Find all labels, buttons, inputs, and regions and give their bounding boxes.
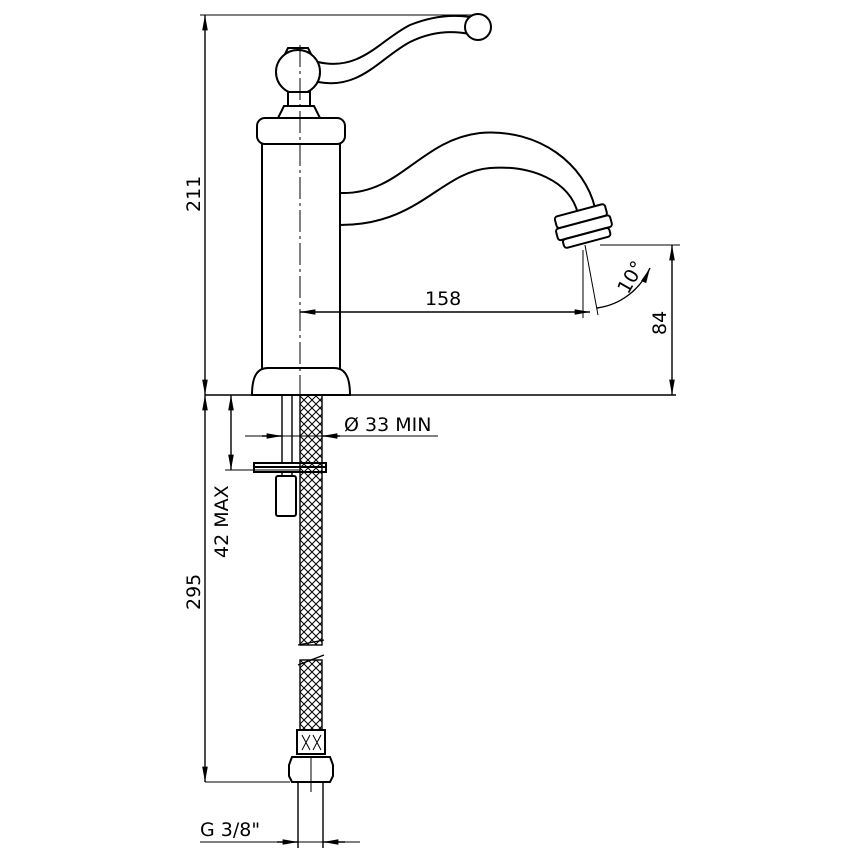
dimension-211: 211: [183, 14, 475, 395]
dimension-connection: G 3/8": [200, 819, 360, 845]
spout: [339, 131, 613, 249]
dimension-label-158: 158: [425, 288, 461, 310]
dimension-label-211: 211: [183, 176, 205, 212]
faucet-body: [250, 117, 352, 396]
handle-lever: [317, 13, 492, 85]
dimension-hole-diameter: Ø 33 MIN: [245, 414, 438, 439]
dimension-158: 158: [300, 250, 590, 318]
dimension-label-84: 84: [649, 311, 671, 335]
dimension-label-angle: 10°: [613, 257, 649, 297]
dimension-42-max: 42 MAX: [211, 395, 300, 558]
flexible-hose: [288, 394, 334, 848]
fixing-rod: [253, 395, 327, 517]
handle-knob: [275, 47, 322, 119]
dimension-angle-10: 10°: [584, 244, 651, 316]
dimension-label-42max: 42 MAX: [211, 485, 233, 558]
dimension-295: 295: [183, 395, 290, 783]
dimension-label-connection: G 3/8": [200, 819, 260, 841]
dimension-label-hole: Ø 33 MIN: [344, 414, 431, 436]
dimension-label-295: 295: [183, 574, 205, 610]
dimension-84: 84: [600, 244, 680, 395]
